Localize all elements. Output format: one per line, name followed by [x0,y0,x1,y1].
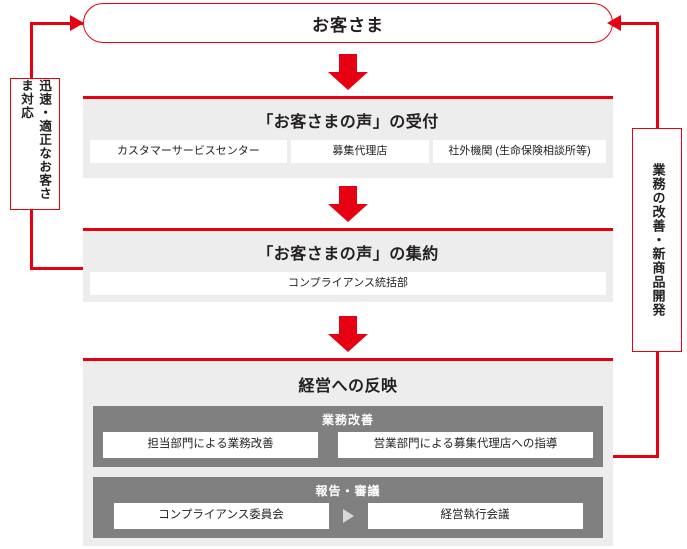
subpanel-cell: コンプライアンス委員会 [113,502,329,529]
arrow-head [328,72,368,90]
customer-node: お客さま [83,3,613,43]
right-loop-lower-vertical-line [656,350,659,458]
subpanel-title-gyomu-kaizen: 業務改善 [321,413,374,427]
right-loop-top-line [613,22,659,25]
stage-title-aggregation: 「お客さまの声」の集約 [257,246,439,263]
down-arrow-icon-3 [328,316,368,352]
left-loop-label: 迅速・適正なお客さま対応 [19,79,52,201]
subpanel-cell: 経営執行会議 [367,502,583,529]
left-loop-arrowhead-icon [70,15,84,31]
subpanel-houkoku-shingi: 報告・審議 コンプライアンス委員会 経営執行会議 [93,476,603,538]
stage-cell: コンプライアンス統括部 [90,272,606,296]
right-loop-bottom-line [608,455,659,458]
left-loop-label-box: 迅速・適正なお客さま対応 [10,78,60,210]
left-loop-upper-vertical-line [30,22,33,79]
subpanel-gyomu-kaizen: 業務改善 担当部門による業務改善 営業部門による募集代理店への指導 [93,406,603,467]
stage-panel-reception: 「お客さまの声」の受付 カスタマーサービスセンター 募集代理店 社外機関 (生命… [83,96,613,178]
down-arrow-icon-2 [328,186,368,222]
stage-cell: カスタマーサービスセンター [90,140,287,164]
arrow-shaft [339,316,357,335]
arrow-head [328,204,368,222]
arrow-shaft [339,54,357,73]
stage-cells-aggregation: コンプライアンス統括部 [83,272,613,307]
subpanel-cell: 担当部門による業務改善 [103,432,318,458]
right-loop-label: 業務の改善・新商品開発 [650,163,666,317]
right-loop-label-box: 業務の改善・新商品開発 [632,128,682,352]
arrow-shaft [339,186,357,205]
stage-title-reception: 「お客さまの声」の受付 [257,114,439,131]
left-loop-top-line [30,22,83,25]
arrow-head [328,334,368,352]
stage-cells-reception: カスタマーサービスセンター 募集代理店 社外機関 (生命保険相談所等) [83,140,613,175]
stage-panel-aggregation: 「お客さまの声」の集約 コンプライアンス統括部 [83,228,613,302]
stage-panel-management: 経営への反映 業務改善 担当部門による業務改善 営業部門による募集代理店への指導… [83,358,613,546]
stage-cell: 募集代理店 [290,140,430,164]
stage-cell: 社外機関 (生命保険相談所等) [433,140,606,164]
triangle-right-icon [342,508,354,523]
down-arrow-icon-1 [328,54,368,90]
left-loop-bottom-line [30,267,83,270]
subpanel-cells-houkoku-shingi: コンプライアンス委員会 経営執行会議 [93,502,603,529]
left-loop-lower-vertical-line [30,210,33,270]
subpanel-title-houkoku-shingi: 報告・審議 [315,483,381,498]
right-loop-arrowhead-icon [607,15,621,31]
customer-node-label: お客さま [312,15,384,35]
right-loop-upper-vertical-line [656,22,659,129]
stage-title-management: 経営への反映 [298,378,398,395]
subpanel-cell: 営業部門による募集代理店への指導 [338,432,593,458]
subpanel-cells-gyomu-kaizen: 担当部門による業務改善 営業部門による募集代理店への指導 [93,432,603,458]
